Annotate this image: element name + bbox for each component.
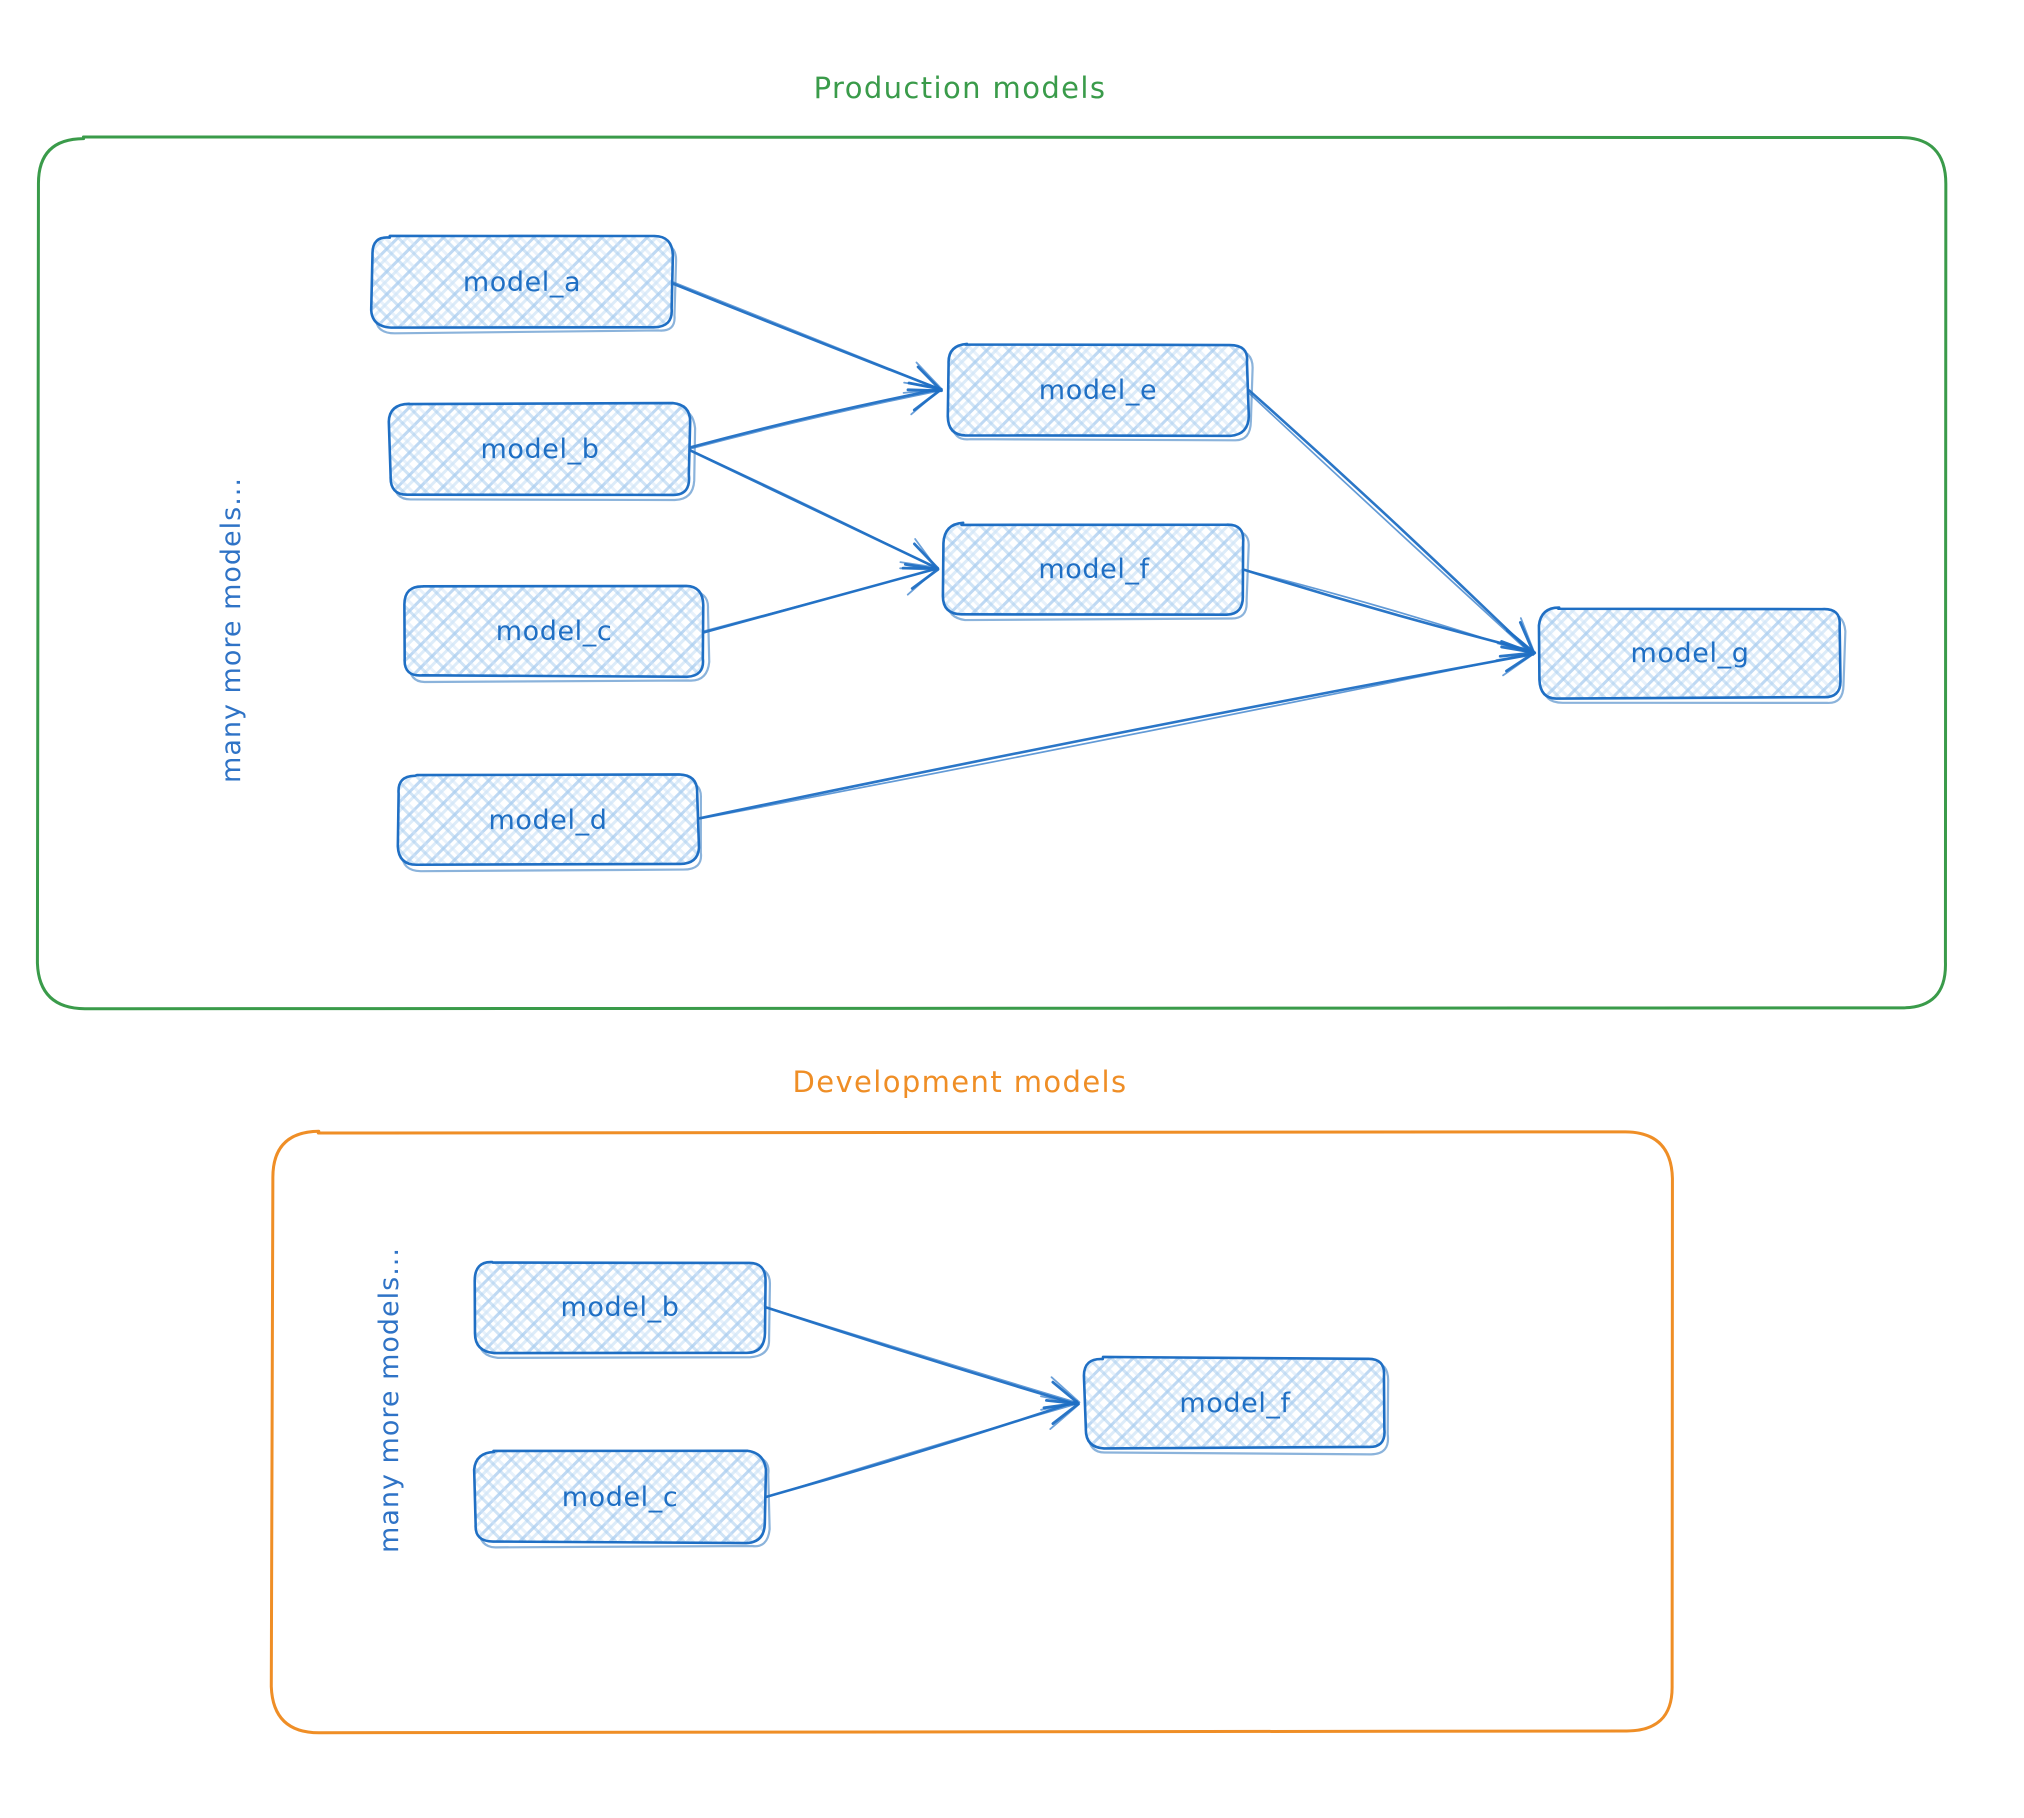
- node-border: [946, 342, 1251, 438]
- edge-line: [1248, 389, 1535, 656]
- edge-line: [688, 389, 943, 450]
- edge-line: [1243, 568, 1535, 653]
- edge-prod_d-to-prod_g: [695, 641, 1537, 821]
- node-border: [369, 234, 675, 329]
- edge-line: [669, 280, 940, 390]
- node-label: model_f: [1038, 554, 1150, 585]
- node-label: model_a: [463, 267, 581, 298]
- node-border: [387, 401, 692, 497]
- edge-prod_a-to-prod_e: [669, 280, 943, 394]
- edge-prod_b-to-prod_f: [688, 448, 940, 571]
- node-prod_b[interactable]: model_b: [387, 401, 697, 502]
- node-prod_e[interactable]: model_e: [946, 342, 1254, 442]
- group-title-production: Production models: [814, 71, 1107, 105]
- edge-line: [763, 1403, 1078, 1499]
- node-hatch-fill-cross: [942, 522, 1244, 615]
- node-border: [403, 584, 705, 679]
- edge-dev_c-to-dev_f: [763, 1395, 1081, 1499]
- node-border: [473, 1260, 767, 1355]
- node-border: [472, 1449, 768, 1545]
- node-prod_d[interactable]: model_d: [396, 773, 703, 873]
- edge-line: [702, 568, 937, 633]
- node-hatch-fill-cross: [404, 585, 704, 677]
- node-label: model_f: [1179, 1388, 1291, 1419]
- edge-arrowhead: [903, 381, 942, 416]
- node-prod_g[interactable]: model_g: [1537, 606, 1847, 704]
- edge-dev_b-to-dev_f: [763, 1305, 1081, 1411]
- edge-line: [687, 387, 941, 450]
- edge-arrowhead: [1040, 1376, 1081, 1411]
- edge-prod_c-to-prod_f: [702, 561, 940, 634]
- group-development: [269, 1129, 1674, 1735]
- edge-line: [1245, 389, 1533, 655]
- edge-line: [1242, 568, 1534, 655]
- node-label: model_d: [489, 805, 608, 836]
- group-side-label-production: many more models...: [216, 477, 247, 783]
- node-label: model_c: [562, 1482, 679, 1513]
- edge-line: [698, 653, 1532, 820]
- node-hatch-fill-cross: [474, 1450, 766, 1544]
- node-hatch-fill-cross: [1083, 1356, 1385, 1449]
- node-label: model_b: [561, 1292, 680, 1323]
- group-title-development: Development models: [792, 1065, 1127, 1099]
- group-production: [35, 135, 1948, 1011]
- node-label: model_b: [481, 434, 600, 465]
- node-border: [1537, 606, 1842, 700]
- node-hatch-fill-cross: [474, 1262, 766, 1354]
- edge-line: [689, 449, 938, 570]
- node-border: [941, 521, 1245, 617]
- node-prod_c[interactable]: model_c: [403, 584, 711, 684]
- edge-line: [765, 1306, 1078, 1404]
- node-dev_f[interactable]: model_f: [1082, 1355, 1390, 1456]
- edge-prod_e-to-prod_g: [1245, 389, 1536, 656]
- node-prod_a[interactable]: model_a: [369, 234, 678, 335]
- node-label: model_g: [1631, 638, 1750, 669]
- edge-arrowhead: [1040, 1395, 1081, 1430]
- node-border: [396, 773, 701, 867]
- node-dev_c[interactable]: model_c: [472, 1449, 771, 1549]
- node-dev_b[interactable]: model_b: [473, 1260, 772, 1359]
- node-label: model_c: [496, 616, 613, 647]
- edge-arrowhead: [1496, 641, 1537, 677]
- edge-arrowhead: [899, 561, 939, 596]
- node-hatch-fill-cross: [388, 403, 691, 495]
- node-hatch-fill-cross: [947, 343, 1249, 436]
- node-border: [1082, 1355, 1386, 1450]
- group-side-label-development: many more models...: [374, 1247, 405, 1553]
- group-border-production: [35, 135, 1948, 1011]
- node-label: model_e: [1039, 375, 1157, 406]
- node-prod_f[interactable]: model_f: [941, 521, 1250, 622]
- node-hatch-fill-cross: [1538, 607, 1841, 699]
- edge-line: [695, 653, 1533, 821]
- node-hatch-fill-cross: [397, 774, 700, 865]
- group-border-development: [269, 1129, 1674, 1735]
- node-hatch-fill-cross: [371, 235, 673, 328]
- edge-prod_b-to-prod_e: [687, 381, 943, 450]
